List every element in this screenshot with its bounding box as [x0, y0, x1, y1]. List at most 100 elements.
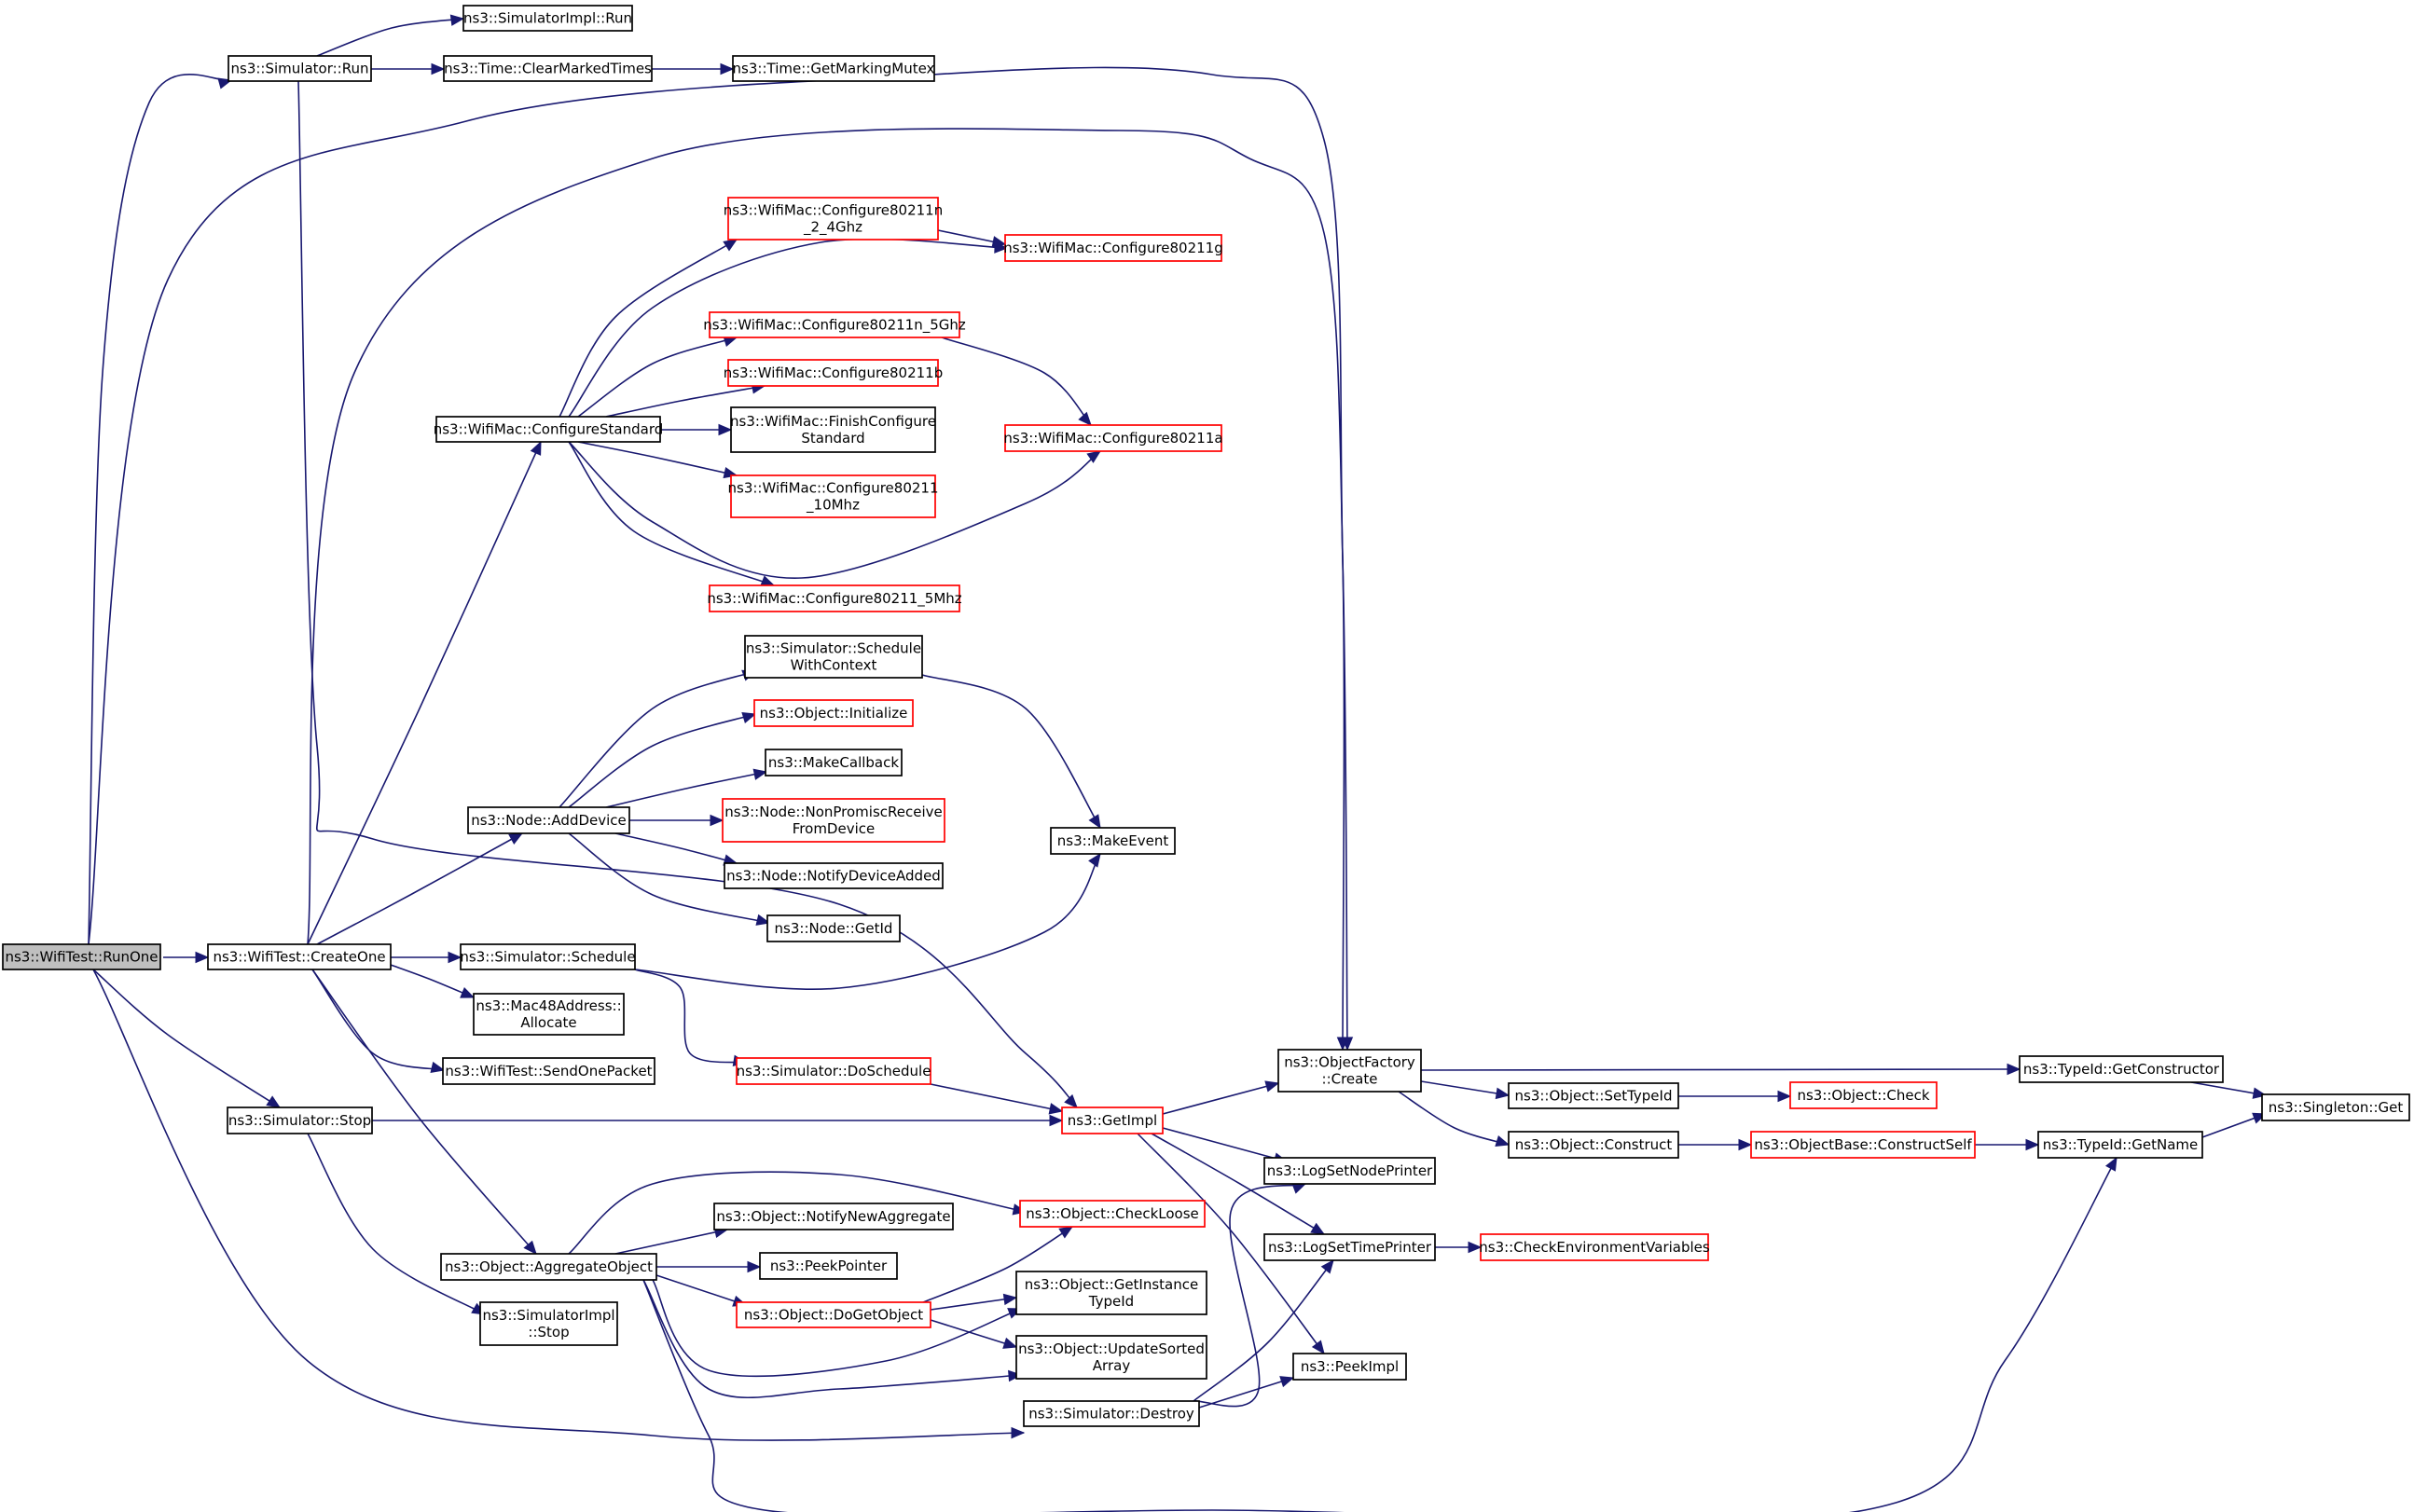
node-peekimpl[interactable]: ns3::PeekImpl: [1292, 1353, 1407, 1381]
node-lognode[interactable]: ns3::LogSetNodePrinter: [1263, 1157, 1436, 1185]
node-aggregate[interactable]: ns3::Object::AggregateObject: [440, 1253, 657, 1281]
node-box: [228, 55, 372, 82]
node-label: ns3::ObjectBase::ConstructSelf: [1754, 1136, 1972, 1153]
edge-createone-to-mac48: [390, 964, 476, 998]
node-box: [1015, 1335, 1207, 1380]
node-box: [709, 584, 960, 612]
edge-cfgstd-to-cfg_a: [568, 441, 1102, 579]
node-constructself[interactable]: ns3::ObjectBase::ConstructSelf: [1750, 1131, 1976, 1159]
node-construct[interactable]: ns3::Object::Construct: [1508, 1131, 1679, 1159]
node-cfg-n5[interactable]: ns3::WifiMac::Configure80211n_5Ghz: [703, 311, 966, 338]
node-peekptr[interactable]: ns3::PeekPointer: [759, 1252, 898, 1280]
edge-sim_run-to-simimpl_run: [316, 14, 465, 57]
edge-runone-to-createone: [163, 951, 210, 964]
node-createone[interactable]: ns3::WifiTest::CreateOne: [207, 943, 392, 970]
edge-sim_stop-to-getimpl: [372, 1114, 1064, 1127]
node-runone[interactable]: ns3::WifiTest::RunOne: [2, 943, 161, 970]
edge-cfgstd-to-cfg_n24: [559, 239, 738, 418]
node-logtime[interactable]: ns3::LogSetTimePrinter: [1263, 1233, 1436, 1261]
edge-cfgstd-to-finishcfg: [660, 423, 733, 436]
edge-adddevice-to-schedctx: [559, 669, 757, 808]
node-sim-run[interactable]: ns3::Simulator::Run: [228, 55, 372, 82]
node-cfgstd[interactable]: ns3::WifiMac::ConfigureStandard: [434, 416, 664, 443]
node-label: ns3::WifiMac::Configure80211g: [1003, 240, 1223, 256]
node-box: [1292, 1353, 1407, 1381]
node-cfg-10[interactable]: ns3::WifiMac::Configure80211_10Mhz: [728, 474, 939, 518]
node-box: [1508, 1131, 1679, 1159]
node-cfg-5[interactable]: ns3::WifiMac::Configure80211_5Mhz: [707, 584, 962, 612]
node-objinit[interactable]: ns3::Object::Initialize: [753, 699, 914, 727]
node-notifyadded[interactable]: ns3::Node::NotifyDeviceAdded: [724, 862, 944, 889]
node-destroy[interactable]: ns3::Simulator::Destroy: [1023, 1400, 1200, 1427]
node-checkloose[interactable]: ns3::Object::CheckLoose: [1019, 1200, 1206, 1228]
node-label: ns3::Object::Construct: [1515, 1136, 1673, 1153]
node-singleton[interactable]: ns3::Singleton::Get: [2261, 1093, 2410, 1121]
node-label: ns3::WifiTest::CreateOne: [213, 949, 385, 966]
node-makeevent[interactable]: ns3::MakeEvent: [1050, 827, 1176, 855]
edge-sim_stop-to-simimpl_stop: [307, 1133, 487, 1315]
edge-destroy-to-logtime: [1193, 1259, 1334, 1402]
node-getid[interactable]: ns3::Node::GetId: [766, 914, 901, 942]
edge-cfg_n24-to-cfg_g: [937, 229, 1007, 248]
node-cfg-g[interactable]: ns3::WifiMac::Configure80211g: [1003, 234, 1223, 262]
node-box: [1263, 1233, 1436, 1261]
node-cfg-n24[interactable]: ns3::WifiMac::Configure80211n_2_4Ghz: [724, 197, 944, 241]
node-getctor[interactable]: ns3::TypeId::GetConstructor: [2019, 1055, 2224, 1083]
node-settypeid[interactable]: ns3::Object::SetTypeId: [1508, 1082, 1679, 1109]
node-label: ns3::WifiMac::FinishConfigure: [730, 413, 936, 430]
node-label: ns3::SimulatorImpl: [482, 1307, 614, 1324]
node-label: ns3::Object::GetInstance: [1025, 1276, 1198, 1293]
edge-createone-to-sendone: [311, 969, 446, 1074]
node-doschedule[interactable]: ns3::Simulator::DoSchedule: [736, 1057, 931, 1085]
node-label: ns3::Node::NonPromiscReceive: [724, 804, 943, 820]
node-label: ns3::WifiTest::SendOnePacket: [445, 1063, 652, 1079]
edge-aggregate-to-dogetobj: [655, 1274, 748, 1307]
node-simimpl-stop[interactable]: ns3::SimulatorImpl::Stop: [479, 1301, 618, 1346]
node-objcheck[interactable]: ns3::Object::Check: [1789, 1081, 1938, 1109]
edge-adddevice-to-getid: [568, 832, 771, 926]
node-mac48[interactable]: ns3::Mac48Address::Allocate: [473, 993, 625, 1036]
node-adddevice[interactable]: ns3::Node::AddDevice: [467, 806, 630, 834]
edge-dogetobj-to-checkloose: [922, 1226, 1074, 1303]
node-dogetobj[interactable]: ns3::Object::DoGetObject: [736, 1301, 931, 1328]
node-cfg-b[interactable]: ns3::WifiMac::Configure80211b: [724, 359, 944, 387]
node-sim-stop[interactable]: ns3::Simulator::Stop: [227, 1107, 373, 1134]
node-box: [727, 197, 939, 241]
node-box: [207, 943, 392, 970]
node-makecb[interactable]: ns3::MakeCallback: [765, 749, 903, 777]
node-box: [1277, 1049, 1422, 1093]
node-box: [1015, 1271, 1207, 1315]
node-label: ns3::WifiMac::Configure80211b: [724, 364, 944, 381]
node-getname[interactable]: ns3::TypeId::GetName: [2037, 1131, 2203, 1159]
node-checkenv[interactable]: ns3::CheckEnvironmentVariables: [1479, 1233, 1710, 1261]
call-nodes: ns3::WifiTest::RunOne ns3::Simulator::Run…: [2, 5, 2410, 1427]
node-notifyaggr[interactable]: ns3::Object::NotifyNewAggregate: [713, 1203, 954, 1230]
node-schedule[interactable]: ns3::Simulator::Schedule: [460, 943, 636, 970]
node-cfg-a[interactable]: ns3::WifiMac::Configure80211a: [1003, 424, 1223, 452]
edge-destroy-to-peekimpl: [1198, 1376, 1295, 1409]
edge-dogetobj-to-updatesorted: [930, 1319, 1018, 1349]
node-label: Allocate: [520, 1014, 576, 1031]
edge-adddevice-to-objinit: [568, 712, 757, 808]
node-box: [730, 406, 936, 453]
edge-construct-to-constructself: [1678, 1138, 1753, 1151]
node-clearmarked[interactable]: ns3::Time::ClearMarkedTimes: [443, 55, 653, 82]
node-label: WithContext: [791, 657, 877, 674]
node-getimpl[interactable]: ns3::GetImpl: [1061, 1107, 1164, 1134]
node-markingmutex[interactable]: ns3::Time::GetMarkingMutex: [732, 55, 935, 82]
node-sendone[interactable]: ns3::WifiTest::SendOnePacket: [442, 1057, 655, 1085]
node-label: ns3::Object::NotifyNewAggregate: [716, 1208, 950, 1225]
edge-getimpl-to-logtime: [1151, 1133, 1326, 1235]
edge-constructself-to-getname: [1975, 1138, 2040, 1151]
node-box: [724, 862, 944, 889]
node-objfactory[interactable]: ns3::ObjectFactory::Create: [1277, 1049, 1422, 1093]
node-label: ns3::WifiMac::Configure80211n_5Ghz: [703, 317, 966, 335]
edge-aggregate-to-peekptr: [656, 1260, 762, 1273]
node-label: _10Mhz: [806, 497, 860, 515]
node-simimpl-run[interactable]: ns3::SimulatorImpl::Run: [462, 5, 633, 32]
